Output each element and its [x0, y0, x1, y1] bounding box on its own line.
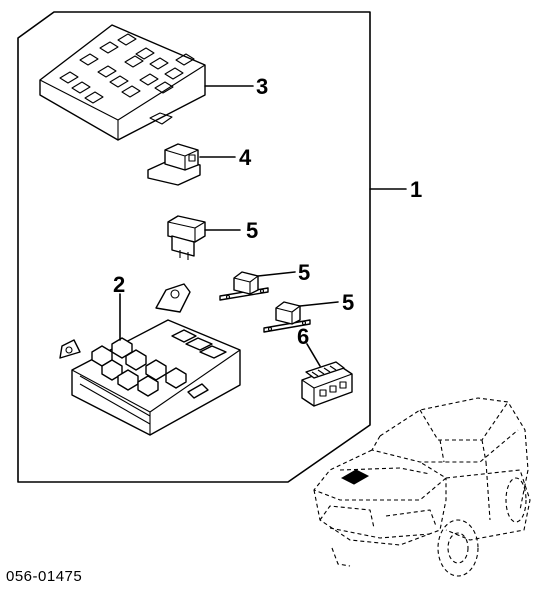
fuse-box-location-marker: [340, 469, 370, 485]
callout-1: 1: [410, 177, 422, 202]
relay-5b: [219, 271, 296, 301]
fuse-box-cover: [39, 24, 254, 141]
callout-3: 3: [256, 74, 268, 99]
relay-5c: [263, 301, 339, 333]
callout-5-c: 5: [342, 290, 354, 315]
callout-6: 6: [297, 324, 309, 349]
relay-4: [147, 143, 236, 186]
callout-5-a: 5: [246, 218, 258, 243]
callout-5-b: 5: [298, 260, 310, 285]
callout-4: 4: [239, 145, 252, 170]
assembly-outline: [17, 11, 371, 483]
part-number: 056-01475: [6, 568, 82, 585]
callout-2: 2: [113, 272, 125, 297]
fusible-link: [301, 343, 353, 407]
vehicle-location-illustration: [313, 397, 531, 577]
relay-5a: [167, 215, 241, 260]
fuse-box: [59, 283, 241, 436]
